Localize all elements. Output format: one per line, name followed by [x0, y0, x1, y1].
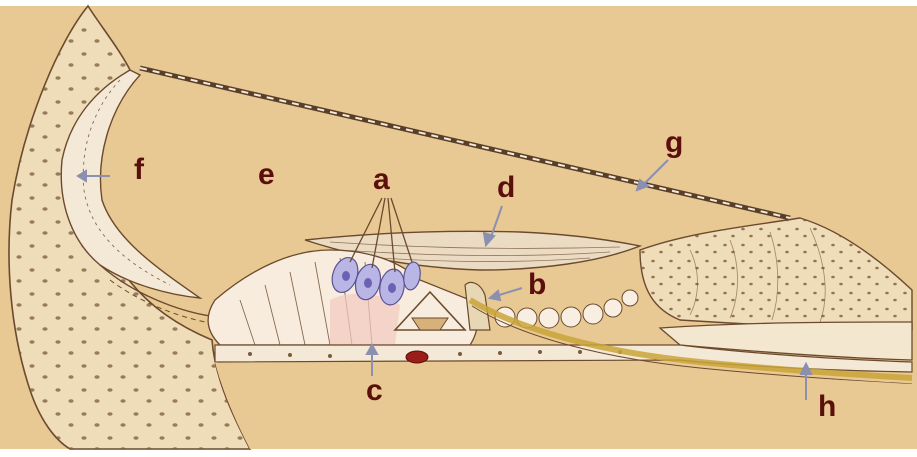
label-c: c [366, 376, 383, 406]
label-e: e [258, 160, 275, 190]
blood-vessel [406, 351, 428, 363]
label-b: b [528, 270, 546, 300]
label-a: a [373, 165, 390, 195]
label-d: d [497, 173, 515, 203]
label-f: f [134, 155, 144, 185]
label-g: g [665, 128, 683, 158]
label-h: h [818, 392, 836, 422]
